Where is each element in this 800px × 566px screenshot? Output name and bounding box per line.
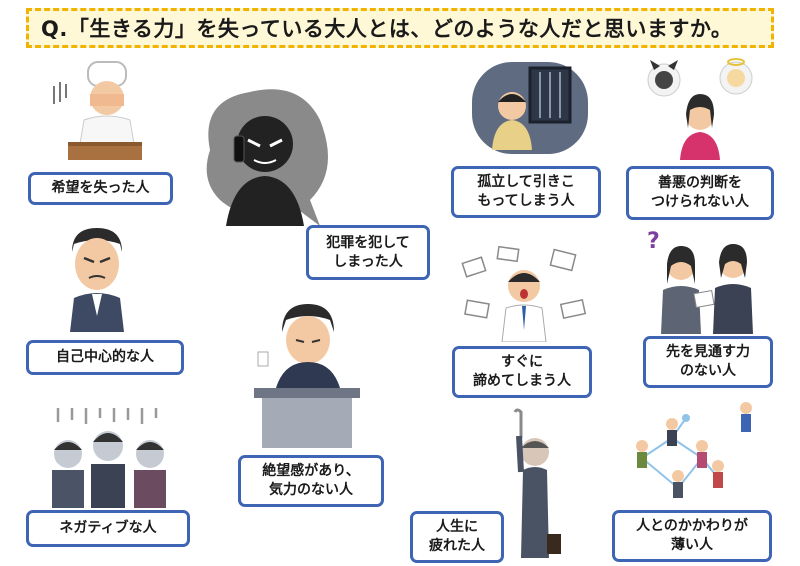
label-committed-crime: 犯罪を犯して しまった人	[306, 225, 430, 280]
isolated-person-in-network-icon	[622, 398, 760, 502]
panicked-man-with-papers-icon	[456, 246, 592, 342]
angel-devil-dilemma-icon	[640, 54, 760, 160]
tired-commuter-icon	[505, 408, 565, 560]
question-text: Q.「生きる力」を失っている大人とは、どのような人だと思いますか。	[41, 17, 733, 41]
label-lost-hope: 希望を失った人	[28, 172, 173, 205]
despairing-chef-icon	[48, 56, 148, 166]
shut-in-person-icon	[468, 58, 592, 158]
label-self-centered: 自己中心的な人	[26, 340, 184, 375]
confused-woman-with-document-icon: ?	[645, 228, 765, 334]
svg-text:?: ?	[647, 229, 660, 254]
label-despair-no-energy: 絶望感があり、 気力のない人	[238, 455, 384, 507]
label-weak-relationships: 人とのかかわりが 薄い人	[612, 510, 772, 562]
exhausted-office-worker-icon	[254, 292, 360, 448]
label-cannot-judge-right-wrong: 善悪の判断を つけられない人	[626, 166, 774, 220]
label-lacks-foresight: 先を見通す力 のない人	[643, 336, 773, 388]
question-banner: Q.「生きる力」を失っている大人とは、どのような人だと思いますか。	[26, 8, 774, 48]
phone-scammer-icon	[190, 80, 340, 230]
label-isolated-withdrawn: 孤立して引きこ もってしまう人	[451, 166, 601, 218]
grumpy-man-icon	[62, 224, 132, 332]
label-tired-of-life: 人生に 疲れた人	[410, 511, 504, 563]
label-negative: ネガティブな人	[26, 510, 190, 547]
gloomy-group-icon	[46, 404, 172, 508]
label-gives-up-easily: すぐに 諦めてしまう人	[452, 346, 592, 398]
